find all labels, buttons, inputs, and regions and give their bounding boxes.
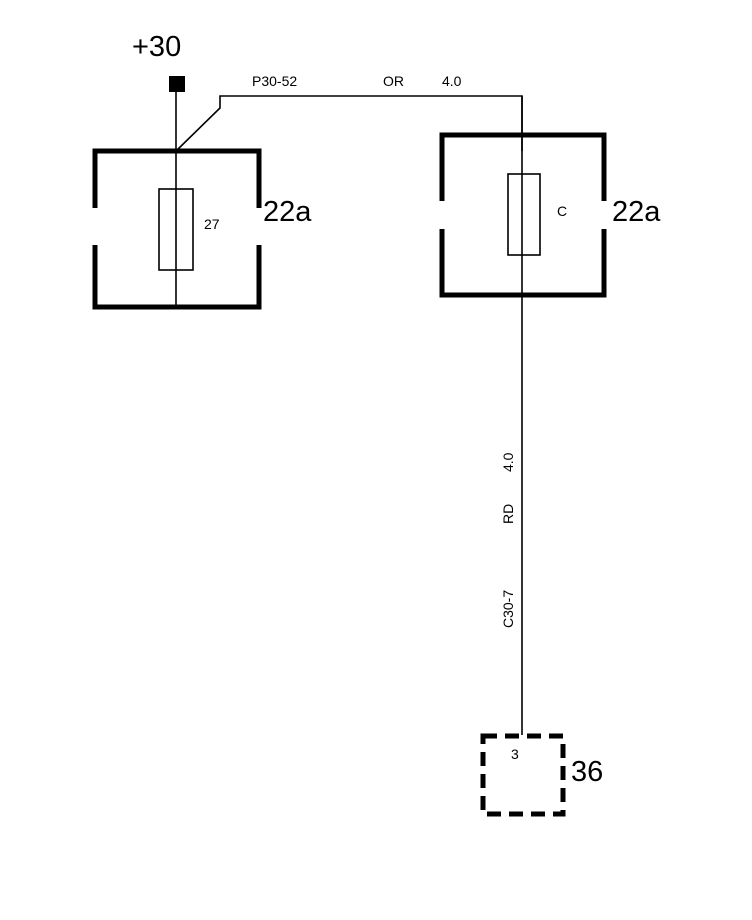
wire-top-color: OR xyxy=(383,73,404,89)
wire-vertical-size: 4.0 xyxy=(500,452,516,472)
connector-label: 36 xyxy=(571,756,603,788)
terminal-label: +30 xyxy=(132,31,181,63)
fuse-c xyxy=(507,173,541,256)
connector-36 xyxy=(480,733,566,817)
fuse-box-right-label: 22a xyxy=(612,196,661,228)
wire-top-code: P30-52 xyxy=(252,73,297,89)
connector-pin: 3 xyxy=(511,746,519,762)
fuse-27-number: 27 xyxy=(204,216,220,232)
fuse-c-number: C xyxy=(557,203,567,219)
fuse-box-left-label: 22a xyxy=(263,196,312,228)
fuse-box-left xyxy=(92,92,262,310)
wire-vertical-color: RD xyxy=(500,504,516,524)
wire-p30-52 xyxy=(175,95,523,152)
terminal-square xyxy=(169,76,185,92)
wire-vertical-code: C30-7 xyxy=(500,590,516,628)
fuse-box-right xyxy=(439,132,607,298)
wire-top-size: 4.0 xyxy=(442,73,462,89)
